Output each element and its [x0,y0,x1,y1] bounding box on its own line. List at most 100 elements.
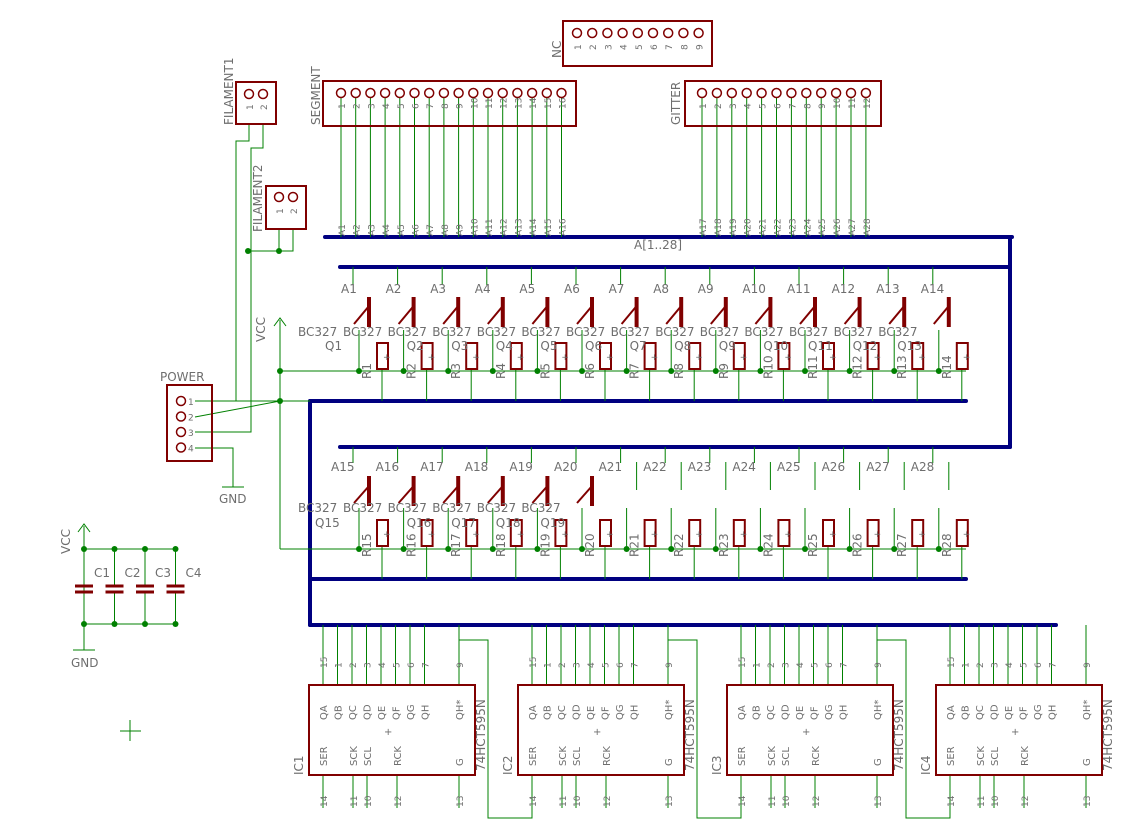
ic-bottom-pin-number: 12 [394,796,404,807]
transistor-name: Q18 [496,516,521,530]
gitter-pin-number: 4 [744,103,754,109]
resistor-body [376,342,389,370]
resistor-body [911,342,925,370]
resistor-mark: + [740,530,748,540]
segment-net-label: A5 [397,224,407,236]
ic-top-pin-number: 6 [616,662,626,668]
segment-pin [468,87,479,99]
segment-pin-number: 16 [559,97,569,109]
row1-input-label: A4 [475,282,491,296]
ic-top-pin-number: 3 [991,662,1001,668]
transistor-type: BC327 [388,325,427,339]
row1-resistor-name: R1 [360,363,374,379]
segment-net-label: A4 [382,224,392,236]
ic-bottom-pin-name: SER [946,746,957,766]
gitter-pin [786,87,797,99]
segment-net-label: A3 [367,224,377,236]
filament1-pin-number: 2 [260,104,270,110]
junction-dot [846,546,853,552]
resistor-body [554,342,568,370]
resistor-body [688,519,702,547]
ic-name: IC3 [710,755,724,775]
resistor-mark: + [695,353,703,363]
transistor-name: Q10 [763,339,788,353]
row1-input-label: A11 [787,282,810,296]
ic-top-pin-name: QF [810,706,821,720]
ic-top-pin-number: 9 [874,662,884,668]
ic-part: 74HCT595N [892,699,906,771]
resistor-mark: + [561,353,569,363]
segment-pin [438,87,450,99]
resistor-mark: + [517,530,525,540]
resistor-mark: + [918,530,926,540]
gitter-pin [830,87,842,99]
resistor-mark: + [383,353,391,363]
ic-bottom-pin-name: SCL [781,747,792,766]
ic-top-pin-name: QD [990,704,1001,720]
nc-pin-number: 3 [604,44,614,50]
junction-dot [846,368,853,374]
ic-top-pin-name: QG [1033,704,1044,720]
transistor-type: BC327 [343,501,382,515]
ic-top-pin-number: 9 [665,662,675,668]
nc-name: NC [550,41,564,58]
junction-dot [276,248,282,254]
row2-input-label: A17 [420,460,443,474]
resistor-body [420,519,434,547]
resistor-mark: + [561,530,569,540]
transistor-type: BC327 [477,501,516,515]
segment-net-label: A2 [353,224,363,236]
vcc-arrow [77,523,91,533]
ic-bottom-pin-number: 11 [559,796,569,807]
ic-top-pin-name: QC [557,705,568,720]
power-pin [175,395,187,407]
resistor-mark: + [651,530,659,540]
component-bodies [75,20,1103,776]
transistor-lead [888,305,905,325]
ic-top-pin-name: QH [421,705,432,720]
ic-bottom-pin-name: SER [737,746,748,766]
junction-dot [712,368,719,374]
ic-bottom-pin-number: 14 [320,795,330,807]
ic-bottom-pin-name: RCK [811,746,822,766]
segment-pin-number: 1 [338,103,348,109]
ic-top-pin-number: 15 [320,657,330,668]
nc-pin [602,27,613,39]
ic-top-pin-number: 1 [335,662,345,668]
row1-resistor-name: R7 [628,363,642,379]
transistor-lead [442,485,459,504]
ic-top-pin-name: QH [630,705,641,720]
transistor-name: Q1 [325,339,342,353]
junction-dot [356,546,362,552]
ic-center-mark: + [1011,727,1019,738]
row2-resistor-name: R28 [940,533,954,557]
gitter-net-label: A27 [848,218,858,236]
ic-bottom-pin-number: 12 [812,796,822,807]
ic-top-pin-name: QB [961,705,972,720]
gnd-label: GND [219,492,247,506]
filament1-pin [257,88,269,100]
ic-top-pin-name: QB [543,705,554,720]
resistor-mark: + [740,353,748,363]
filament2-connector [265,185,307,230]
row2-resistor-name: R27 [895,533,909,557]
power-pin-number: 3 [188,429,194,439]
resistor-mark: + [695,530,703,540]
gitter-pin [756,87,767,99]
resistor-mark: + [428,353,436,363]
ic-part: 74HCT595N [1101,699,1115,771]
gitter-pin [815,87,827,99]
ic-top-pin-number: 15 [947,657,957,668]
junctions [81,248,942,627]
gitter-pin-number: 7 [788,103,798,109]
row2-resistor-name: R22 [672,533,686,557]
ic-top-pin-name: QC [348,705,359,720]
gitter-connector [684,80,882,127]
segment-pin [482,87,494,99]
segment-pin [335,87,347,99]
segment-net-label: A8 [441,224,451,236]
row1-resistor-name: R5 [538,363,552,379]
gitter-pin [696,87,708,99]
row1-resistor-name: R3 [449,363,463,379]
capacitor-name: C2 [125,566,141,580]
